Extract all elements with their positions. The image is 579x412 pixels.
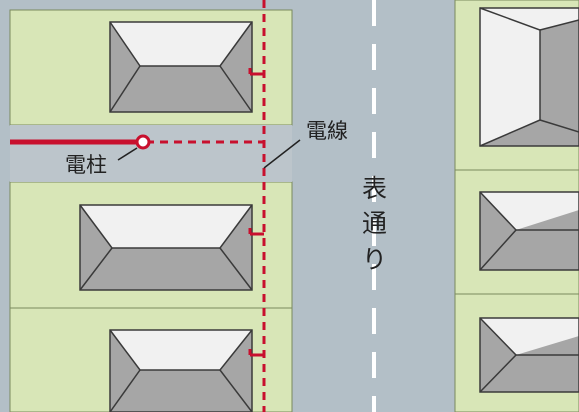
utility-pole-marker xyxy=(135,134,151,150)
street-label-char-1: 表 xyxy=(362,174,387,203)
house-left-top xyxy=(109,21,253,113)
pole-leader-line xyxy=(117,147,138,161)
house-left-middle xyxy=(79,204,253,291)
side-alley xyxy=(10,125,292,182)
street-label-char-3: り xyxy=(362,245,387,274)
wire-label: 電線 xyxy=(306,119,348,143)
house-left-bottom xyxy=(109,329,253,412)
wire-leader-line xyxy=(263,139,301,169)
pole-label: 電柱 xyxy=(65,153,107,177)
service-branches xyxy=(248,68,264,357)
house-right-bottom xyxy=(479,317,579,393)
house-right-middle xyxy=(479,191,579,271)
house-right-top xyxy=(479,7,579,147)
street-label-char-2: 通 xyxy=(362,209,387,238)
